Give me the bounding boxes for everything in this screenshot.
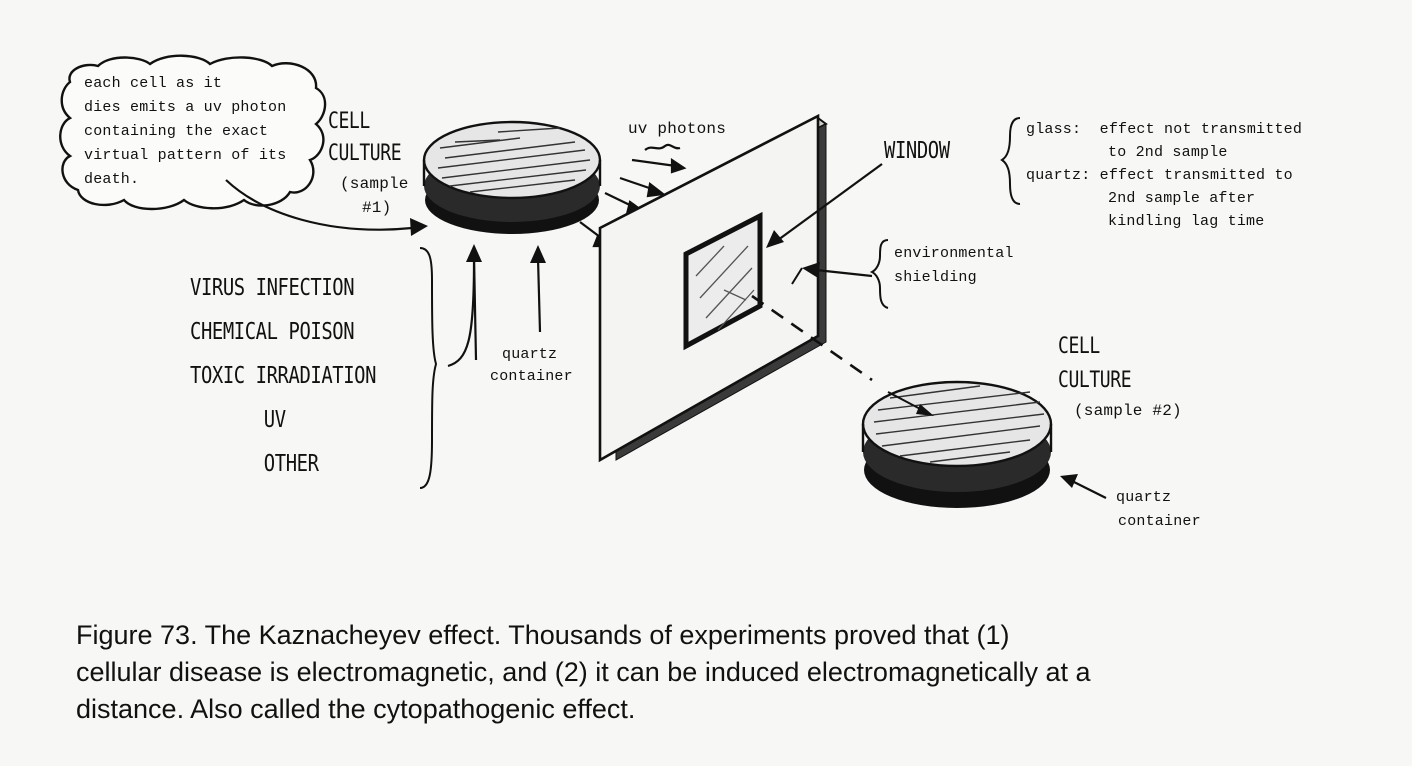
caption-line3: distance. Also called the cytopathogenic… bbox=[76, 694, 636, 724]
sample2-line2: CULTURE bbox=[1058, 368, 1132, 393]
bubble-line: virtual pattern of its bbox=[84, 147, 287, 164]
sample2-label: CELL CULTURE bbox=[1058, 330, 1132, 398]
sample1-label: CELL CULTURE bbox=[328, 106, 402, 170]
bubble-line: dies emits a uv photon bbox=[84, 99, 287, 116]
uv-photons-label: uv photons bbox=[628, 120, 727, 138]
window-label: WINDOW bbox=[884, 138, 950, 164]
cause-item: OTHER bbox=[263, 451, 319, 477]
glass-quartz-notes: glass: effect not transmitted to 2nd sam… bbox=[1026, 118, 1302, 233]
figure-caption: Figure 73. The Kaznacheyev effect. Thous… bbox=[76, 617, 1336, 728]
glass-line1: effect not transmitted bbox=[1099, 121, 1303, 138]
shielding-line2: shielding bbox=[894, 269, 977, 286]
cause-item: UV bbox=[263, 407, 286, 433]
cause-item: VIRUS INFECTION bbox=[190, 275, 355, 301]
caption-line1: Figure 73. The Kaznacheyev effect. Thous… bbox=[76, 620, 1010, 650]
bubble-line: containing the exact bbox=[84, 123, 269, 140]
quartz2-line2: container bbox=[1118, 513, 1201, 530]
bubble-arrow bbox=[225, 179, 413, 231]
bubble-arrowhead bbox=[410, 218, 428, 236]
shielding-panel bbox=[598, 113, 828, 463]
quartz1-label: quartz container bbox=[490, 344, 573, 388]
glass-quartz-brace bbox=[1000, 117, 1021, 205]
shielding-arrowhead bbox=[802, 262, 820, 278]
glass-line2: to 2nd sample bbox=[1108, 144, 1228, 161]
causes-list: VIRUS INFECTION CHEMICAL POISON TOXIC IR… bbox=[190, 266, 376, 486]
quartz1-line2: container bbox=[490, 368, 573, 385]
causes-brace bbox=[419, 247, 438, 489]
thought-bubble bbox=[59, 54, 327, 211]
bubble-line: death. bbox=[84, 171, 140, 188]
bubble-line: each cell as it bbox=[84, 75, 223, 92]
quartz2-label: quartz container bbox=[1112, 486, 1201, 534]
caption-line2: cellular disease is electromagnetic, and… bbox=[76, 657, 1091, 687]
sample2-line1: CELL bbox=[1058, 334, 1100, 359]
bubble-text: each cell as it dies emits a uv photon c… bbox=[84, 72, 286, 192]
arrow-causes-head bbox=[466, 244, 482, 262]
sample1-sub: (sample #1) bbox=[340, 172, 409, 220]
arrow-quartz2-head bbox=[1060, 474, 1078, 488]
sample2-line3: (sample #2) bbox=[1074, 402, 1182, 420]
quartz-line1: effect transmitted to bbox=[1099, 167, 1293, 184]
quartz-window bbox=[683, 211, 763, 351]
shielding-brace bbox=[869, 239, 889, 309]
quartz-line2: 2nd sample after bbox=[1108, 190, 1256, 207]
cause-item: TOXIC IRRADIATION bbox=[190, 363, 377, 389]
window-arrowhead bbox=[766, 230, 784, 248]
transmission-dashed-line bbox=[751, 294, 873, 382]
quartz1-line1: quartz bbox=[502, 346, 558, 363]
arrow-quartz1-head bbox=[530, 245, 546, 263]
shielding-line1: environmental bbox=[894, 245, 1014, 262]
shielding-label: environmental shielding bbox=[894, 242, 1014, 290]
cell-culture-dish-1 bbox=[422, 120, 602, 234]
quartz-line3: kindling lag time bbox=[1108, 213, 1265, 230]
cell-culture-dish-2 bbox=[861, 380, 1053, 508]
sample1-line3: (sample bbox=[340, 175, 409, 193]
sample1-line4: #1) bbox=[362, 199, 392, 217]
cause-item: CHEMICAL POISON bbox=[190, 319, 355, 345]
quartz2-line1: quartz bbox=[1116, 489, 1172, 506]
sample1-line2: CULTURE bbox=[328, 141, 402, 166]
sample1-line1: CELL bbox=[328, 109, 370, 134]
glass-key: glass: bbox=[1026, 121, 1082, 138]
quartz-key: quartz: bbox=[1026, 167, 1091, 184]
